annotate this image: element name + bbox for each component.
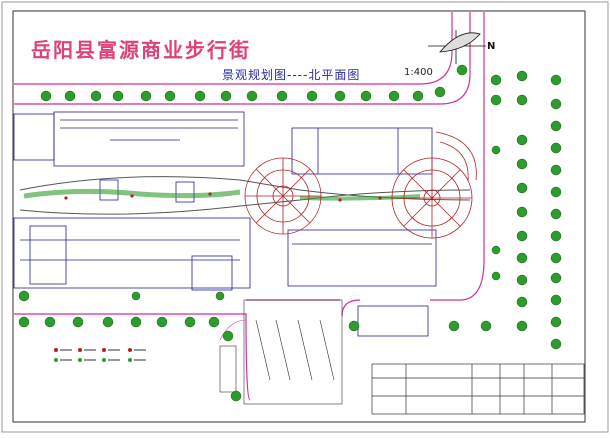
lamps (64, 192, 382, 202)
buildings (13, 111, 437, 337)
north-label: N (487, 41, 496, 52)
north-arrow (428, 30, 486, 64)
drawing-frame (12, 10, 586, 423)
road-lines (14, 12, 485, 401)
walking-street (19, 176, 471, 215)
plaza-circle-center (244, 157, 322, 235)
drawing-title: 岳阳县富源商业步行街 (31, 38, 251, 62)
trees (18, 64, 562, 402)
parking-area (219, 299, 343, 405)
legend (54, 348, 146, 362)
drawing-scale: 1:400 (404, 67, 433, 78)
plaza-circle-east (391, 157, 473, 239)
drawing-subtitle: 景观规划图----北平面图 (222, 68, 361, 82)
title-block (371, 363, 585, 415)
plaza-arc-north (435, 131, 477, 181)
